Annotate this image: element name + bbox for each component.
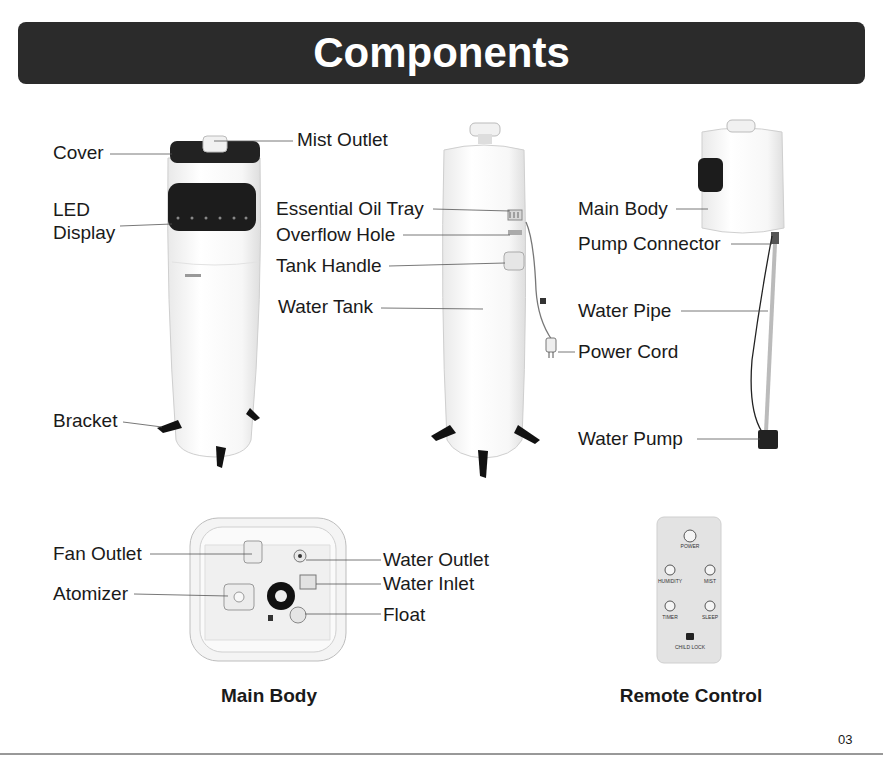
back-view [431, 123, 556, 478]
part-label: Mist Outlet [297, 128, 437, 151]
part-label: Bracket [53, 409, 173, 432]
part-label: Fan Outlet [53, 542, 173, 565]
button-label: HUMIDITY [650, 578, 690, 584]
part-label: Power Cord [578, 340, 708, 363]
footer-rule [0, 754, 883, 755]
button-label: TIMER [650, 614, 690, 620]
remote-control [657, 517, 721, 663]
button-label: POWER [670, 543, 710, 549]
part-label: Pump Connector [578, 232, 738, 255]
part-label: Essential Oil Tray [276, 197, 446, 220]
part-label: LED Display [53, 198, 128, 244]
caption: Remote Control [591, 684, 791, 707]
part-label: Water Tank [278, 295, 428, 318]
part-label: Water Pump [578, 427, 708, 450]
leader-lines [110, 141, 772, 614]
part-label: Float [383, 603, 523, 626]
part-label: Overflow Hole [276, 223, 426, 246]
part-label: Main Body [578, 197, 708, 220]
part-label: Tank Handle [276, 254, 426, 277]
caption: Main Body [189, 684, 349, 707]
part-label: Water Outlet [383, 548, 523, 571]
button-label: MIST [690, 578, 730, 584]
part-label: Cover [53, 141, 173, 164]
page-number: 03 [838, 732, 878, 748]
main-body-view [698, 120, 784, 449]
front-view [157, 136, 261, 468]
top-view [190, 518, 346, 661]
part-label: Atomizer [53, 582, 173, 605]
part-label: Water Inlet [383, 572, 523, 595]
title-banner: Components [18, 22, 865, 84]
button-label: SLEEP [690, 614, 730, 620]
page-title: Components [18, 22, 865, 84]
part-label: Water Pipe [578, 299, 708, 322]
button-label: CHILD LOCK [665, 644, 715, 650]
